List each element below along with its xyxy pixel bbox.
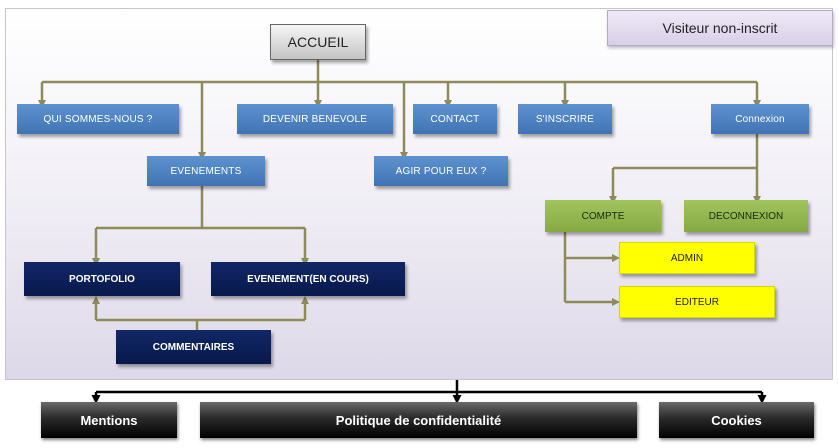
politique-footer-link[interactable]: Politique de confidentialité xyxy=(200,402,637,438)
evenements-node[interactable]: EVENEMENTS xyxy=(147,156,265,186)
footer-edges xyxy=(91,380,767,404)
commentaires-node[interactable]: COMMENTAIRES xyxy=(116,330,271,364)
contact-node[interactable]: CONTACT xyxy=(413,104,497,134)
diagram-canvas xyxy=(5,8,833,380)
agir-pour-eux-node[interactable]: AGIR POUR EUX ? xyxy=(374,156,508,186)
compte-node[interactable]: COMPTE xyxy=(545,200,661,232)
connexion-node[interactable]: Connexion xyxy=(711,104,809,134)
accueil-node[interactable]: ACCUEIL xyxy=(270,24,366,60)
qui-sommes-nous-node[interactable]: QUI SOMMES-NOUS ? xyxy=(17,104,179,134)
portofolio-node[interactable]: PORTOFOLIO xyxy=(24,262,180,296)
admin-node[interactable]: ADMIN xyxy=(619,242,755,274)
editeur-node[interactable]: EDITEUR xyxy=(619,286,775,318)
visitor-label: Visiteur non-inscrit xyxy=(607,10,833,46)
deconnexion-node[interactable]: DECONNEXION xyxy=(684,200,808,232)
s-inscrire-node[interactable]: S'INSCRIRE xyxy=(518,104,612,134)
devenir-benevole-node[interactable]: DEVENIR BENEVOLE xyxy=(237,104,393,134)
evenement-en-cours-node[interactable]: EVENEMENT(EN COURS) xyxy=(211,262,405,296)
cookies-footer-link[interactable]: Cookies xyxy=(659,402,814,438)
mentions-footer-link[interactable]: Mentions xyxy=(41,402,177,438)
